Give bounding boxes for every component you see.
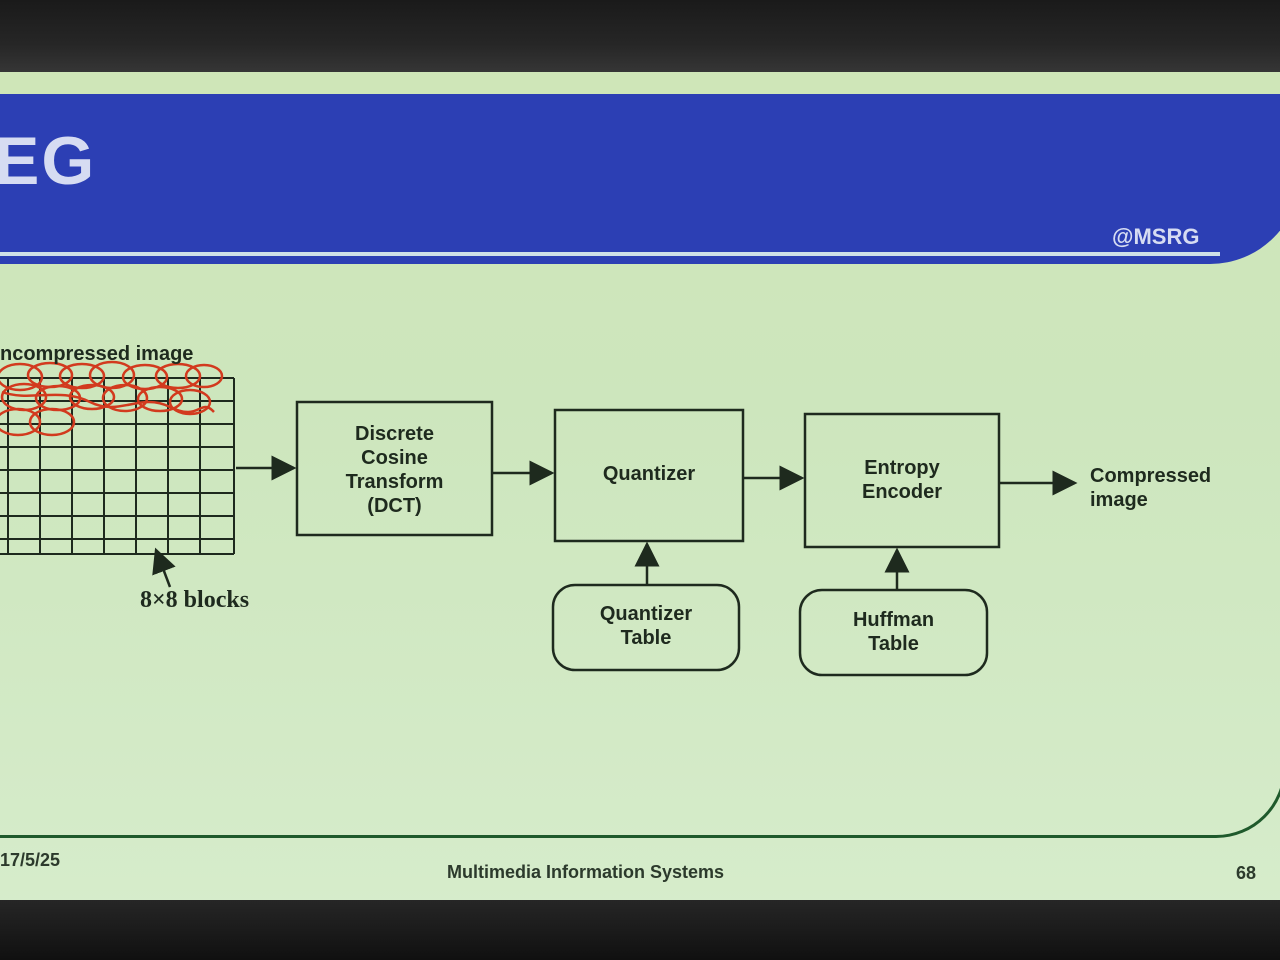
output-line-1: Compressed xyxy=(1090,465,1212,487)
output-label: Compressed image xyxy=(1090,464,1211,512)
quant-table-line-1: Quantizer xyxy=(599,603,693,625)
footer-date: 17/5/25 xyxy=(0,850,61,870)
quantizer-label: Quantizer xyxy=(602,463,696,485)
entropy-encoder-box xyxy=(803,412,1001,549)
quant-table-line-2: Table xyxy=(620,627,672,649)
dct-line-1: Discrete xyxy=(355,423,434,445)
dct-line-2: Cosine xyxy=(361,447,428,469)
input-image-label: ncompressed image xyxy=(0,343,194,365)
quantizer-table-box xyxy=(551,583,741,672)
slide-screen: EG @MSRG xyxy=(0,72,1280,907)
slide-title: EG xyxy=(0,123,97,199)
huffman-line-2: Table xyxy=(868,633,919,655)
dct-line-4: (DCT) xyxy=(367,495,422,517)
content-frame xyxy=(0,592,1280,838)
monitor-top-bezel xyxy=(0,0,1280,80)
dct-box xyxy=(295,400,494,537)
slide-header-band xyxy=(0,94,1280,264)
quantizer-table-label: Quantizer Table xyxy=(553,602,739,650)
footer-page-number: 68 xyxy=(1236,863,1257,883)
footer-course: Multimedia Information Systems xyxy=(447,862,725,882)
dct-line-3: Transform xyxy=(345,471,444,493)
huffman-table-label: Huffman Table xyxy=(800,608,987,656)
huffman-line-1: Huffman xyxy=(852,609,935,631)
monitor-bottom-bezel xyxy=(0,900,1280,960)
quantizer-box xyxy=(553,408,745,543)
entropy-encoder-label: Entropy Encoder xyxy=(805,456,999,504)
entropy-line-1: Entropy xyxy=(864,457,940,479)
red-scribble-annotation xyxy=(0,360,224,437)
dct-label: Discrete Cosine Transform (DCT) xyxy=(297,422,492,518)
header-divider xyxy=(0,252,1220,256)
image-grid xyxy=(0,377,235,555)
huffman-table-box xyxy=(798,588,989,677)
output-line-2: image xyxy=(1090,489,1148,511)
entropy-line-2: Encoder xyxy=(861,481,943,503)
watermark: @MSRG xyxy=(1112,224,1200,249)
jpeg-pipeline-diagram xyxy=(0,360,1078,677)
blocks-label: 8×8 blocks xyxy=(140,587,250,613)
blocks-pointer-arrow xyxy=(152,547,176,588)
